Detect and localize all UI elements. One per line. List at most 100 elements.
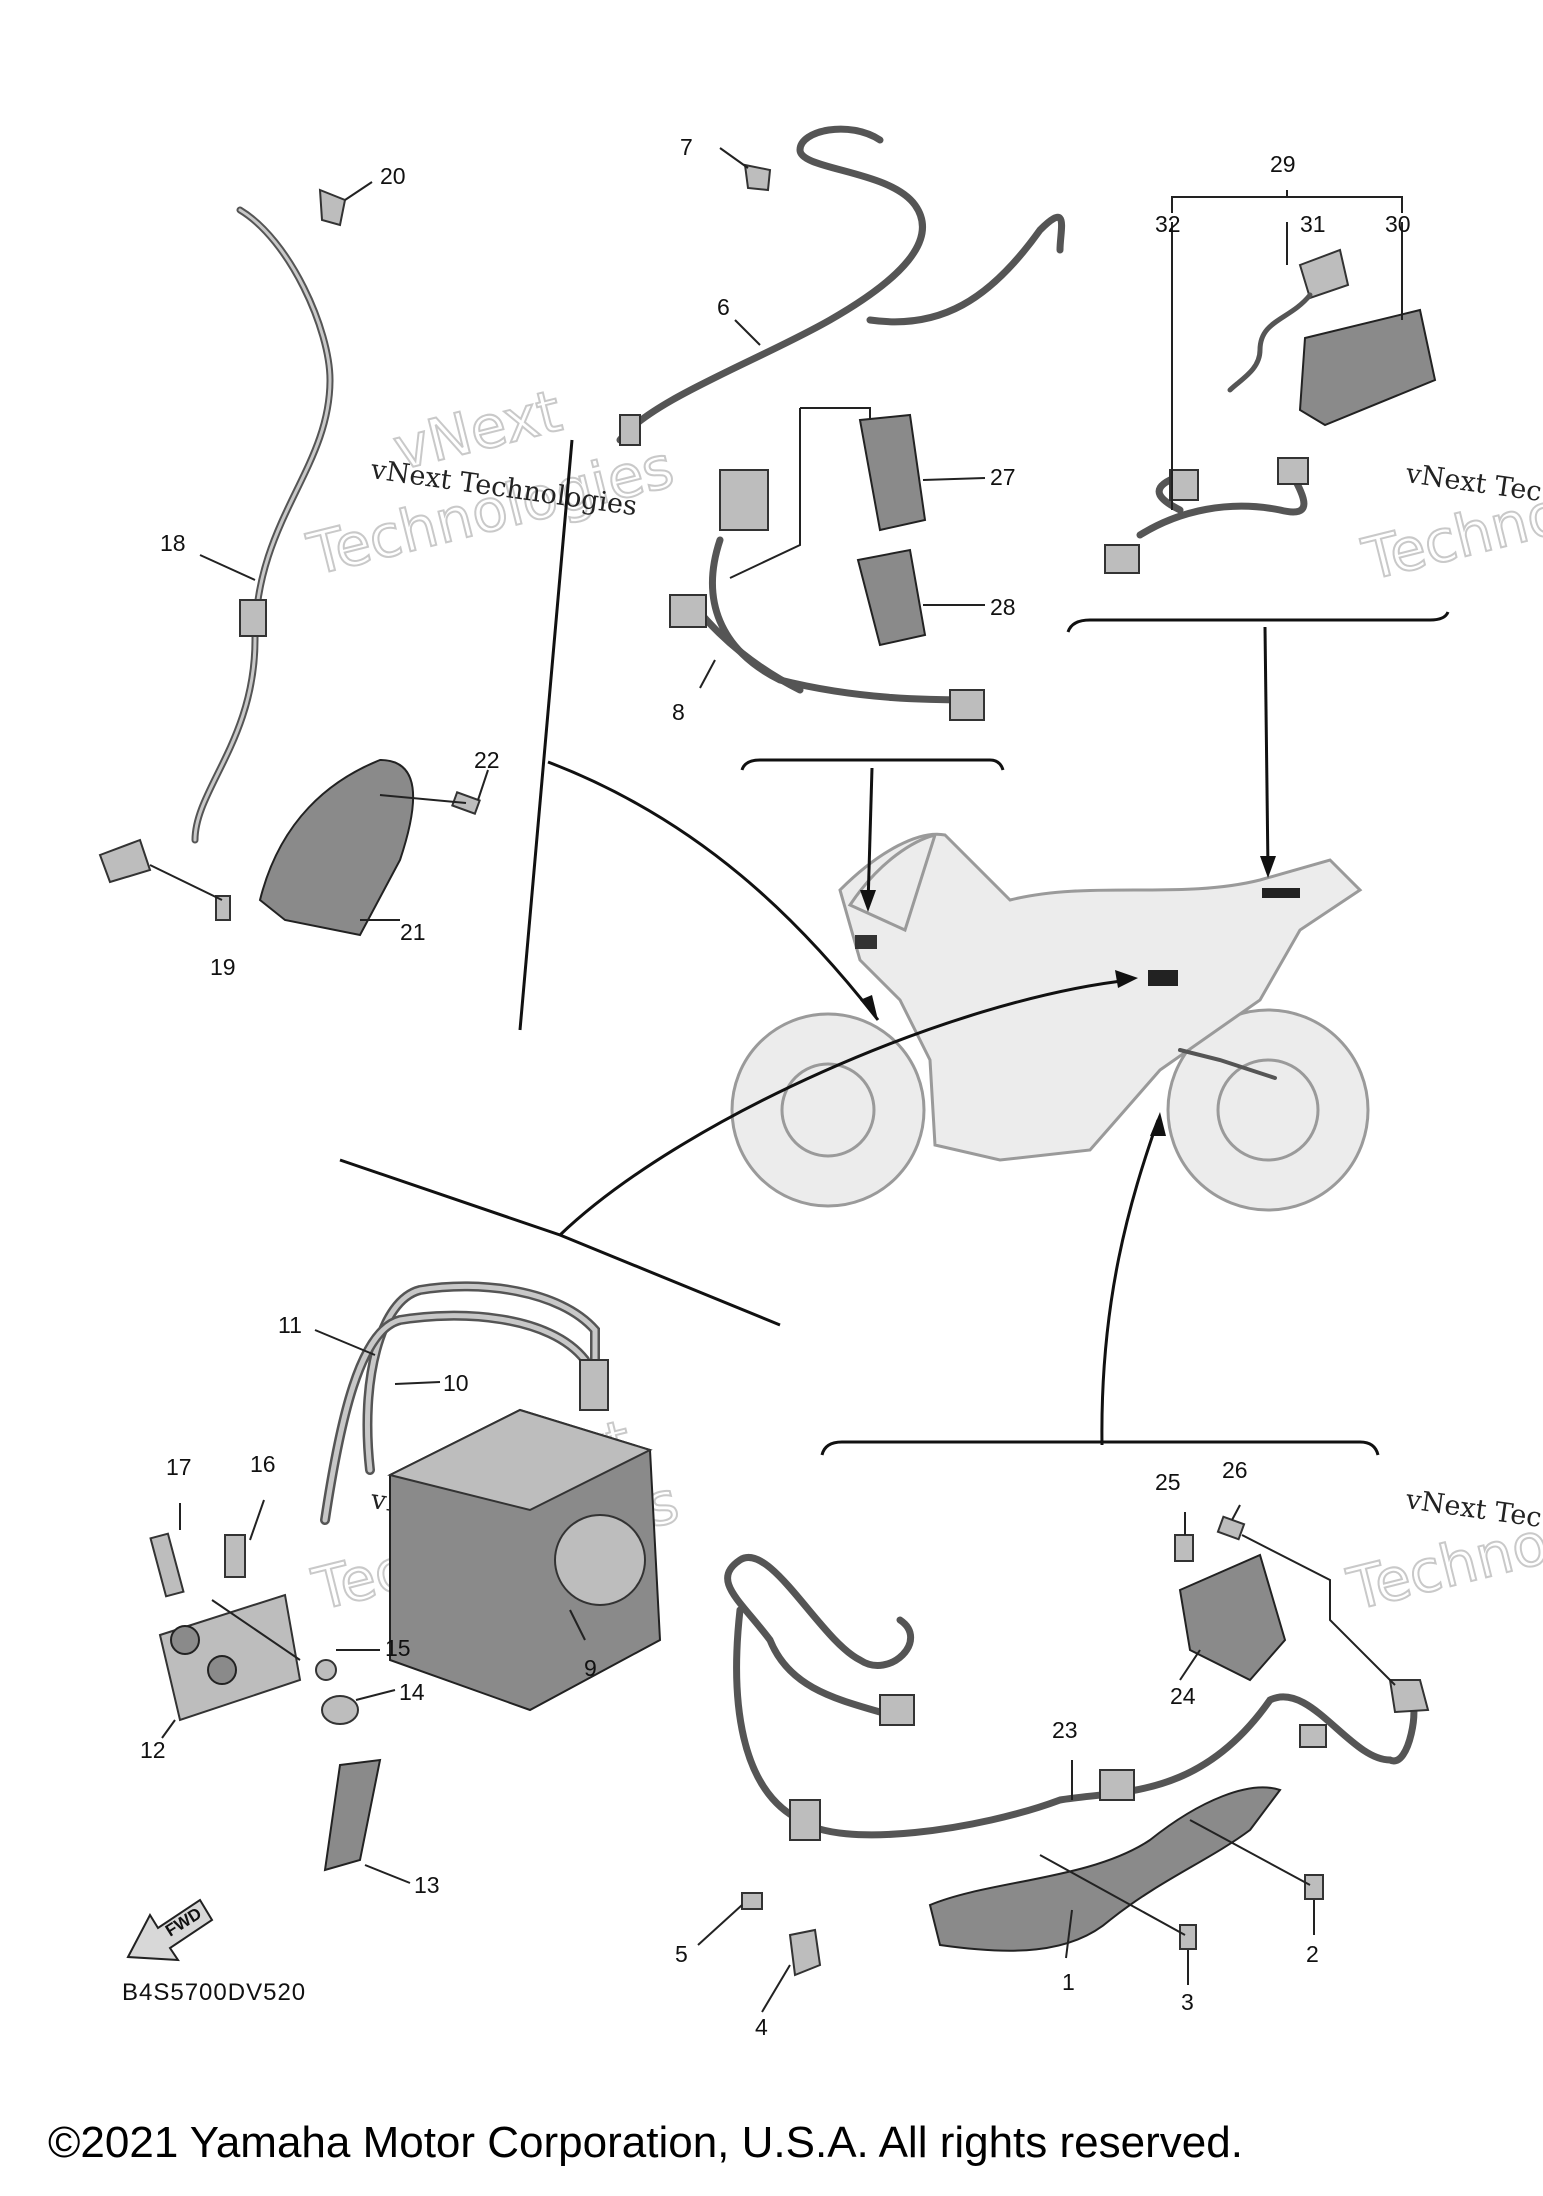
lead-32-connector-b xyxy=(1169,469,1199,501)
callout-26: 26 xyxy=(1222,1457,1248,1483)
callout-8: 8 xyxy=(672,699,685,725)
callout-22: 22 xyxy=(474,747,500,773)
leader-9 xyxy=(569,1609,586,1641)
callout-labels: 1 2 3 4 5 6 7 8 9 10 11 12 13 14 15 16 1… xyxy=(140,134,1411,2040)
callout-28: 28 xyxy=(990,594,1016,620)
leader-5 xyxy=(697,1904,743,1946)
leader-10 xyxy=(394,1381,441,1385)
joint-12-port-b xyxy=(207,1655,237,1685)
callout-19: 19 xyxy=(210,954,236,980)
callout-13: 13 xyxy=(414,1872,440,1898)
leader-6 xyxy=(734,319,761,346)
group-indicators xyxy=(339,190,1450,1456)
group-line-left xyxy=(518,439,574,1031)
callout-21: 21 xyxy=(400,919,426,945)
leader-27-bracket-top xyxy=(800,407,871,420)
callout-30: 30 xyxy=(1385,211,1411,237)
rear-sensor-lead-23 xyxy=(724,1553,915,1719)
harness-connector-b xyxy=(669,594,707,628)
harness-relay-block xyxy=(719,469,769,531)
arrowhead-top-right xyxy=(1260,856,1276,878)
callout-17: 17 xyxy=(166,1454,192,1480)
callout-23: 23 xyxy=(1052,1717,1078,1743)
bracket-bottom-right xyxy=(820,1440,1380,1456)
front-sensor-bolt-19 xyxy=(215,895,231,921)
lead-32-connector-c xyxy=(1277,457,1309,485)
leader-11 xyxy=(314,1329,376,1356)
leader-4 xyxy=(761,1964,791,2013)
pipe-fitting-top xyxy=(579,1359,609,1411)
bike-body xyxy=(838,832,1363,1162)
unit-31-lead xyxy=(1227,292,1313,393)
leader-20 xyxy=(344,181,373,201)
rear-wheel-hub xyxy=(1216,1058,1320,1162)
front-sensor-clamp xyxy=(318,188,347,227)
leader-26-to-sensor xyxy=(1241,1534,1396,1686)
callout-6: 6 xyxy=(717,294,730,320)
callout-18: 18 xyxy=(160,530,186,556)
callout-11: 11 xyxy=(278,1312,302,1338)
leader-27 xyxy=(922,477,986,481)
arrowhead-bottom-right xyxy=(1150,1112,1166,1136)
rear-sensor-connector xyxy=(879,1694,915,1726)
leader-18 xyxy=(199,554,256,581)
callout-16: 16 xyxy=(250,1451,276,1477)
sub-harness-8 xyxy=(709,536,984,704)
harness-ecu-group xyxy=(616,125,1066,721)
main-harness-6-branch xyxy=(866,213,1066,326)
bracket-29 xyxy=(1171,196,1403,213)
callout-32: 32 xyxy=(1155,211,1181,237)
arrowhead-left xyxy=(860,995,878,1020)
harness-connector-a xyxy=(619,414,641,446)
leader-12 xyxy=(161,1719,176,1739)
watermark-technologies-2: Techno xyxy=(1356,479,1543,594)
bike-rear-wire xyxy=(1178,1048,1277,1080)
leader-bolt-line xyxy=(211,1599,301,1661)
callout-25: 25 xyxy=(1155,1469,1181,1495)
motorcycle-illustration xyxy=(730,832,1370,1212)
pointer-line-top-right xyxy=(1263,626,1270,871)
rear-sensor-group xyxy=(697,1504,1430,2013)
leader-16 xyxy=(249,1499,265,1541)
callout-3: 3 xyxy=(1181,1989,1194,2015)
bolt-2 xyxy=(1304,1874,1324,1900)
bike-marker-tail xyxy=(1262,888,1300,898)
arrowhead-abs xyxy=(1115,970,1138,988)
front-sensor-lead-inner xyxy=(193,208,332,842)
leader-3-to-bracket xyxy=(1039,1854,1186,1936)
front-sensor-head xyxy=(98,838,152,884)
callout-7: 7 xyxy=(680,134,693,160)
clamp-4 xyxy=(788,1928,822,1977)
callout-27: 27 xyxy=(990,464,1016,490)
bolt-26 xyxy=(1216,1515,1246,1541)
diagram-code: B4S5700DV520 xyxy=(122,1979,306,2006)
callout-2: 2 xyxy=(1306,1941,1319,1967)
joint-12-port-a xyxy=(170,1625,200,1655)
ecu-27 xyxy=(858,413,927,532)
callout-1: 1 xyxy=(1062,1969,1075,1995)
rear-bracket-24 xyxy=(1178,1553,1287,1682)
leader-26 xyxy=(1231,1504,1241,1521)
leader-7 xyxy=(719,147,749,169)
bike-marker-ecu xyxy=(1148,970,1178,986)
pointer-line-abs xyxy=(558,978,1131,1237)
bolt-16 xyxy=(224,1534,246,1578)
leader-1 xyxy=(1065,1909,1073,1959)
fwd-arrow-icon: FWD xyxy=(126,1898,214,1962)
callout-29: 29 xyxy=(1270,151,1296,177)
abs-top-face xyxy=(387,1408,653,1512)
rear-grommet-a xyxy=(789,1799,821,1841)
callout-31: 31 xyxy=(1300,211,1326,237)
leader-13 xyxy=(364,1864,411,1884)
brake-pipe-11-inner xyxy=(365,1283,598,1473)
leader-27-bracket-side xyxy=(729,408,801,579)
harness-connector-c xyxy=(949,689,985,721)
collar-14 xyxy=(321,1695,359,1725)
callout-5: 5 xyxy=(675,1941,688,1967)
abs-unit-group xyxy=(149,1281,662,1884)
callout-24: 24 xyxy=(1170,1683,1196,1709)
leader-14 xyxy=(355,1689,396,1701)
main-harness-6 xyxy=(616,125,926,444)
rear-sensor-lead-23-main xyxy=(796,1693,1418,1839)
